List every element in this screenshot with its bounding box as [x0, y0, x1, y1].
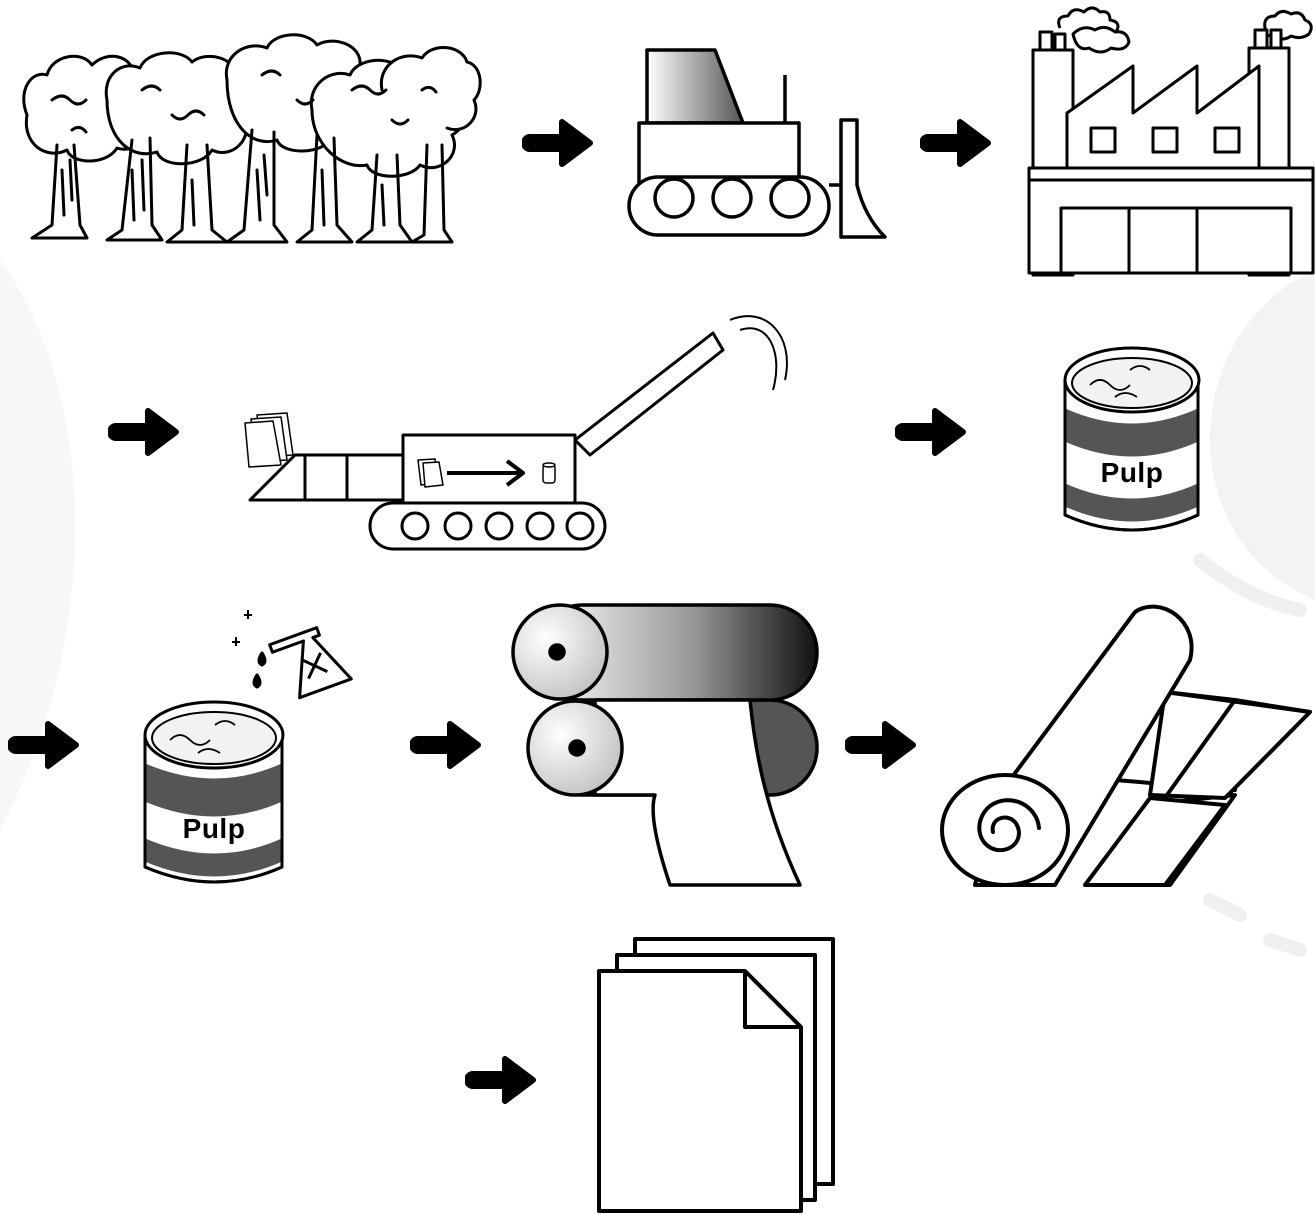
bulldozer-icon: [625, 45, 895, 245]
right-arrow-icon: [7, 720, 80, 770]
paper-roll-icon: [935, 600, 1313, 890]
right-arrow-icon: [521, 118, 594, 168]
pulp-can-with-chemicals-icon: Pulp: [140, 605, 380, 900]
pulp-can-icon: Pulp: [1060, 335, 1205, 540]
paper-rollers-icon: [505, 600, 825, 890]
right-arrow-icon: [107, 407, 180, 457]
wood-chipper-icon: [235, 305, 805, 555]
forest-icon: [12, 20, 487, 260]
right-arrow-icon: [409, 720, 482, 770]
right-arrow-icon: [844, 720, 917, 770]
right-arrow-icon: [894, 407, 967, 457]
factory-icon: [1025, 6, 1315, 278]
right-arrow-icon: [919, 118, 992, 168]
right-arrow-icon: [464, 1055, 537, 1105]
pulp-label: Pulp: [182, 813, 246, 844]
pulp-label: Pulp: [1100, 457, 1164, 488]
paper-sheets-icon: [595, 935, 840, 1214]
